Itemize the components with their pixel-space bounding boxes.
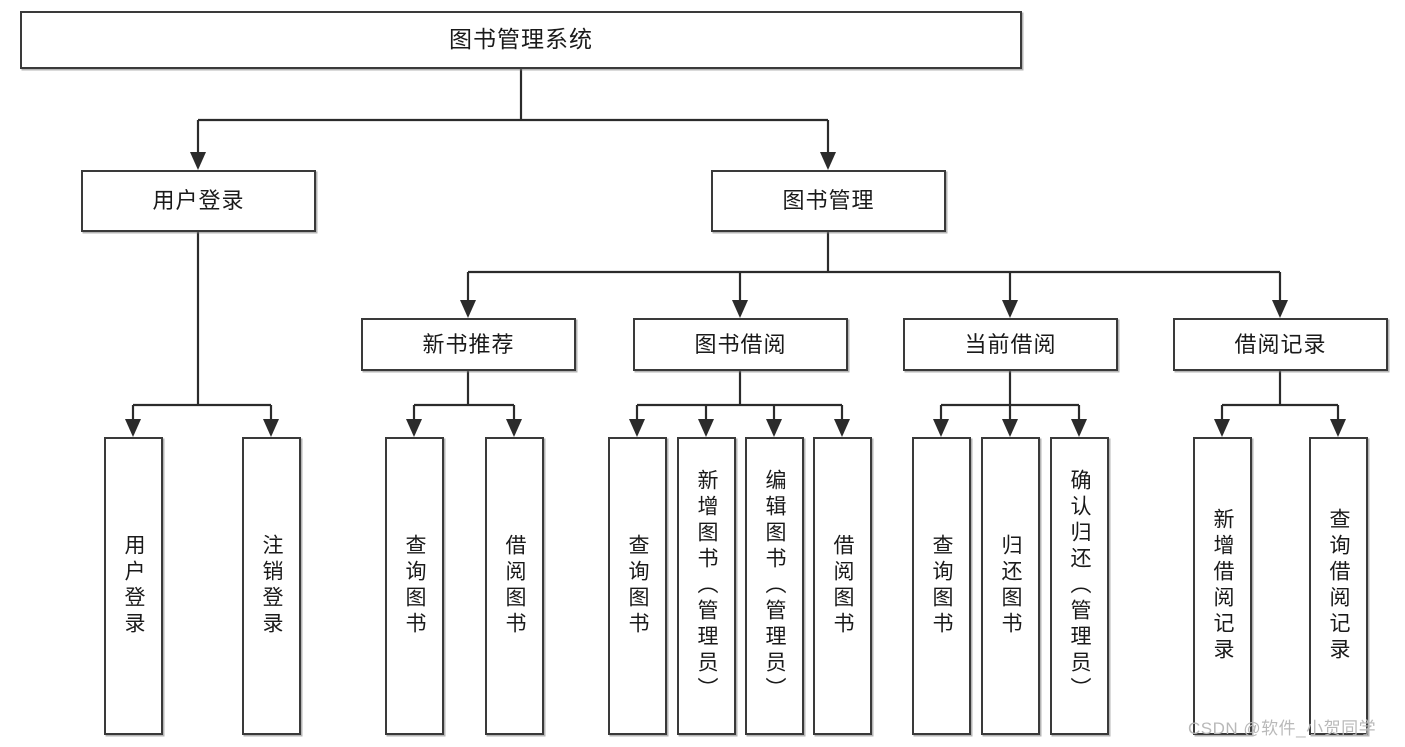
node-label: 新增图书（管理员）	[695, 469, 718, 703]
node-label: 借阅图书	[831, 534, 854, 638]
node-leaf-query-book-recommend[interactable]: 查询图书	[385, 437, 444, 735]
node-label: 用户登录	[152, 188, 245, 214]
node-borrow-record[interactable]: 借阅记录	[1173, 318, 1388, 371]
node-current-borrow[interactable]: 当前借阅	[903, 318, 1118, 371]
node-label: 编辑图书（管理员）	[763, 469, 786, 703]
node-leaf-confirm-return-admin[interactable]: 确认归还（管理员）	[1050, 437, 1109, 735]
node-label: 确认归还（管理员）	[1068, 469, 1091, 703]
node-leaf-borrow-book[interactable]: 借阅图书	[813, 437, 872, 735]
node-label: 新增借阅记录	[1211, 508, 1234, 664]
node-leaf-query-borrow-record[interactable]: 查询借阅记录	[1309, 437, 1368, 735]
node-leaf-query-book-current[interactable]: 查询图书	[912, 437, 971, 735]
node-label: 查询图书	[930, 534, 953, 638]
node-leaf-add-book-admin[interactable]: 新增图书（管理员）	[677, 437, 736, 735]
node-leaf-return-book[interactable]: 归还图书	[981, 437, 1040, 735]
node-leaf-borrow-book-recommend[interactable]: 借阅图书	[485, 437, 544, 735]
node-label: 图书借阅	[694, 331, 787, 357]
node-label: 图书管理系统	[449, 26, 593, 53]
node-leaf-query-book-borrow[interactable]: 查询图书	[608, 437, 667, 735]
node-label: 查询借阅记录	[1327, 508, 1350, 664]
node-leaf-logout[interactable]: 注销登录	[242, 437, 301, 735]
node-label: 图书管理	[782, 188, 875, 214]
node-label: 注销登录	[260, 534, 283, 638]
node-label: 用户登录	[122, 534, 145, 638]
node-new-book-recommend[interactable]: 新书推荐	[361, 318, 576, 371]
node-user-login[interactable]: 用户登录	[81, 170, 316, 232]
node-label: 借阅记录	[1234, 331, 1327, 357]
node-leaf-add-borrow-record[interactable]: 新增借阅记录	[1193, 437, 1252, 735]
node-leaf-edit-book-admin[interactable]: 编辑图书（管理员）	[745, 437, 804, 735]
csdn-watermark: CSDN @软件_小贺同学	[1188, 719, 1377, 738]
node-label: 借阅图书	[503, 534, 526, 638]
node-label: 归还图书	[999, 534, 1022, 638]
node-root-book-management-system[interactable]: 图书管理系统	[20, 11, 1022, 69]
node-label: 当前借阅	[964, 331, 1057, 357]
node-label: 查询图书	[626, 534, 649, 638]
node-label: 新书推荐	[422, 331, 515, 357]
node-book-borrow[interactable]: 图书借阅	[633, 318, 848, 371]
node-label: 查询图书	[403, 534, 426, 638]
node-book-management[interactable]: 图书管理	[711, 170, 946, 232]
node-leaf-user-login[interactable]: 用户登录	[104, 437, 163, 735]
